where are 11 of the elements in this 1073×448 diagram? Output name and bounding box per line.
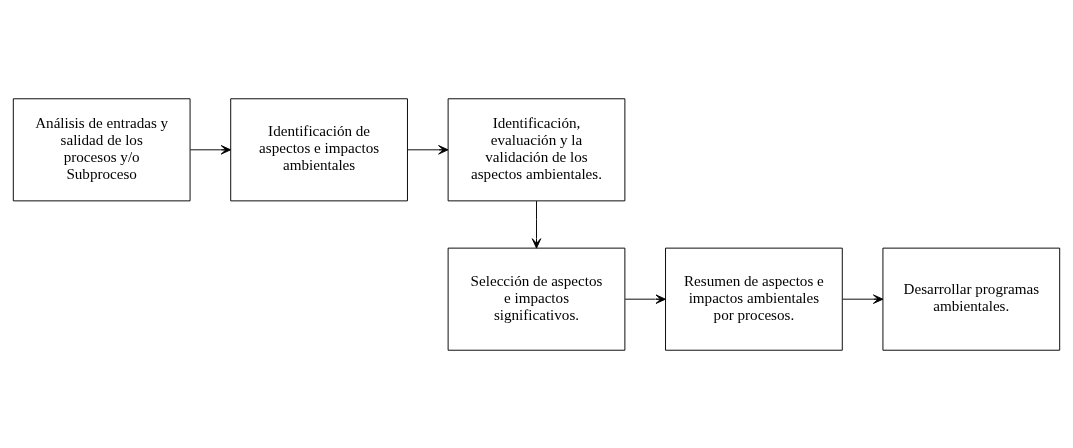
node-box: Identificación de aspectos e impactos ambientales (230, 97, 408, 201)
node-box: Identificación, evaluación y la validación de los aspectos ambientales. (447, 97, 626, 201)
node-box: Desarrollar programas ambientales. (882, 247, 1061, 351)
node-box: Resumen de aspectos e impactos ambientales por procesos. (665, 247, 843, 351)
arrow (531, 200, 542, 249)
arrow (842, 293, 884, 304)
arrow (624, 293, 666, 304)
node-box: Selección de aspectos e impactos significativos. (447, 247, 626, 351)
node-box: Análisis de entradas y salidad de los procesos y/o Subproceso (12, 97, 191, 201)
arrow (189, 144, 232, 155)
arrow (407, 144, 449, 155)
